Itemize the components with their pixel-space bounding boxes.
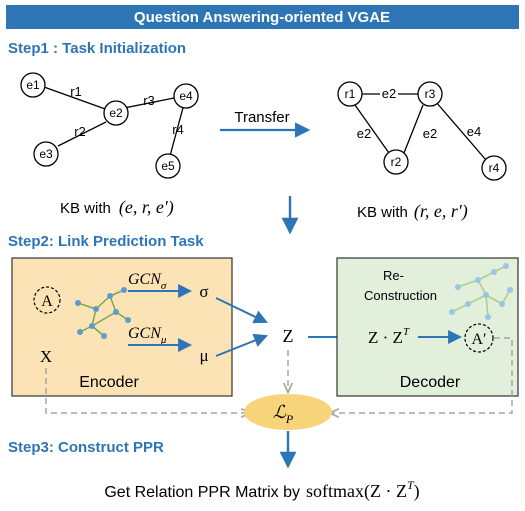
edge-label-r1: r1: [70, 84, 82, 99]
loss-symbol: ℒ: [273, 402, 287, 422]
entity-label-e1: e1: [26, 78, 40, 92]
decoder-product: Z · ZT: [368, 326, 410, 347]
gcn-mu-label: GCNμ: [128, 325, 167, 346]
edge-label-r3: r3: [143, 93, 155, 108]
entity-node-e4: [173, 83, 199, 109]
reconstruction-line2: Construction: [364, 288, 437, 303]
reconstructed-adjacency-node: [464, 323, 494, 353]
entity-label-e3: e3: [39, 147, 53, 161]
mu-output: μ: [199, 346, 208, 365]
step1-label: Step1 : Task Initialization: [8, 40, 186, 57]
step3-label: Step3: Construct PPR: [8, 439, 164, 456]
step2-label: Step2: Link Prediction Task: [8, 233, 204, 250]
reconstruction-to-loss-path: [330, 337, 513, 413]
decoder-graph-icon: [449, 263, 513, 320]
kb-left-caption: KB with (e, r, e′): [60, 197, 174, 218]
decoder-product-sup: T: [403, 326, 410, 338]
kb-right-caption: KB with (r, e, r′): [357, 201, 468, 222]
title-banner: [6, 5, 519, 29]
edge-label-e2-top: e2: [382, 86, 396, 101]
features-label: X: [40, 347, 52, 366]
mu-to-z-arrow: [215, 333, 268, 357]
relation-label-r3: r3: [425, 87, 436, 101]
gcn-sigma-sub: σ: [161, 280, 167, 292]
relation-node-r3: [417, 81, 443, 107]
transfer-label: Transfer: [234, 109, 289, 126]
adjacency-node: [33, 286, 61, 314]
adjacency-label: A: [41, 293, 53, 310]
edge-label-e2-right: e2: [423, 126, 437, 141]
ppr-caption-sup: T: [407, 478, 415, 492]
x-to-loss-path: [45, 368, 250, 413]
kb-left-caption-formula: (e, r, e′): [119, 197, 174, 218]
kb-entity-graph: [43, 86, 185, 157]
diagram-title: Question Answering-oriented VGAE: [134, 9, 390, 26]
relation-label-r2: r2: [391, 155, 402, 169]
encoder-graph-icon: [75, 287, 131, 339]
kb-entity-nodes: e1 e2 e3 e4 e5: [20, 72, 199, 179]
gcn-mu-sub: μ: [160, 334, 167, 346]
entity-label-e4: e4: [179, 89, 193, 103]
ppr-caption-close: ): [414, 481, 420, 502]
decoder-label: Decoder: [400, 374, 461, 391]
ppr-caption: Get Relation PPR Matrix by softmax(Z · ZT…: [104, 478, 419, 502]
encoder-box: [11, 257, 233, 397]
loss-label: ℒP: [273, 402, 294, 426]
entity-node-e1: [20, 72, 46, 98]
entity-label-e2: e2: [109, 106, 123, 120]
relation-label-r4: r4: [489, 161, 500, 175]
gcn-sigma-label: GCNσ: [128, 271, 167, 292]
edge-label-r2: r2: [74, 124, 86, 139]
sigma-output: σ: [199, 282, 208, 301]
entity-node-e3: [33, 141, 59, 167]
reconstructed-adjacency-label: A′: [471, 331, 486, 348]
gcn-sigma-text: GCN: [128, 271, 162, 288]
edge-label-e4: e4: [467, 124, 481, 139]
ppr-caption-formula: softmax(Z · Z: [306, 481, 407, 502]
relation-label-r1: r1: [345, 87, 356, 101]
relation-node-r4: [481, 155, 507, 181]
kb-left-caption-prefix: KB with: [60, 200, 111, 217]
latent-z: Z: [283, 326, 294, 346]
sigma-to-z-arrow: [215, 297, 268, 324]
loss-sub: P: [285, 412, 294, 426]
encoder-label: Encoder: [79, 374, 139, 391]
kb-relation-edge-labels: e2 e2 e2 e4: [357, 86, 481, 141]
ppr-caption-prefix: Get Relation PPR Matrix by: [104, 484, 300, 501]
loss-ellipse: [244, 394, 332, 430]
gcn-mu-text: GCN: [128, 325, 162, 342]
relation-node-r1: [337, 81, 363, 107]
decoder-product-text: Z · Z: [368, 328, 403, 347]
entity-label-e5: e5: [161, 159, 175, 173]
kb-right-caption-prefix: KB with: [357, 204, 408, 221]
relation-node-r2: [383, 149, 409, 175]
entity-node-e5: [155, 153, 181, 179]
edge-label-e2-left: e2: [357, 126, 371, 141]
loss-dashed-paths: [45, 337, 513, 413]
entity-node-e2: [103, 100, 129, 126]
kb-right-caption-formula: (r, e, r′): [414, 201, 468, 222]
edge-label-r4: r4: [172, 122, 184, 137]
reconstruction-line1: Re-: [383, 268, 404, 283]
kb-entity-edge-labels: r1 r3 r2 r4: [70, 84, 184, 139]
kb-relation-nodes: r1 r2 r3 r4: [337, 81, 507, 181]
decoder-box: [336, 257, 519, 397]
